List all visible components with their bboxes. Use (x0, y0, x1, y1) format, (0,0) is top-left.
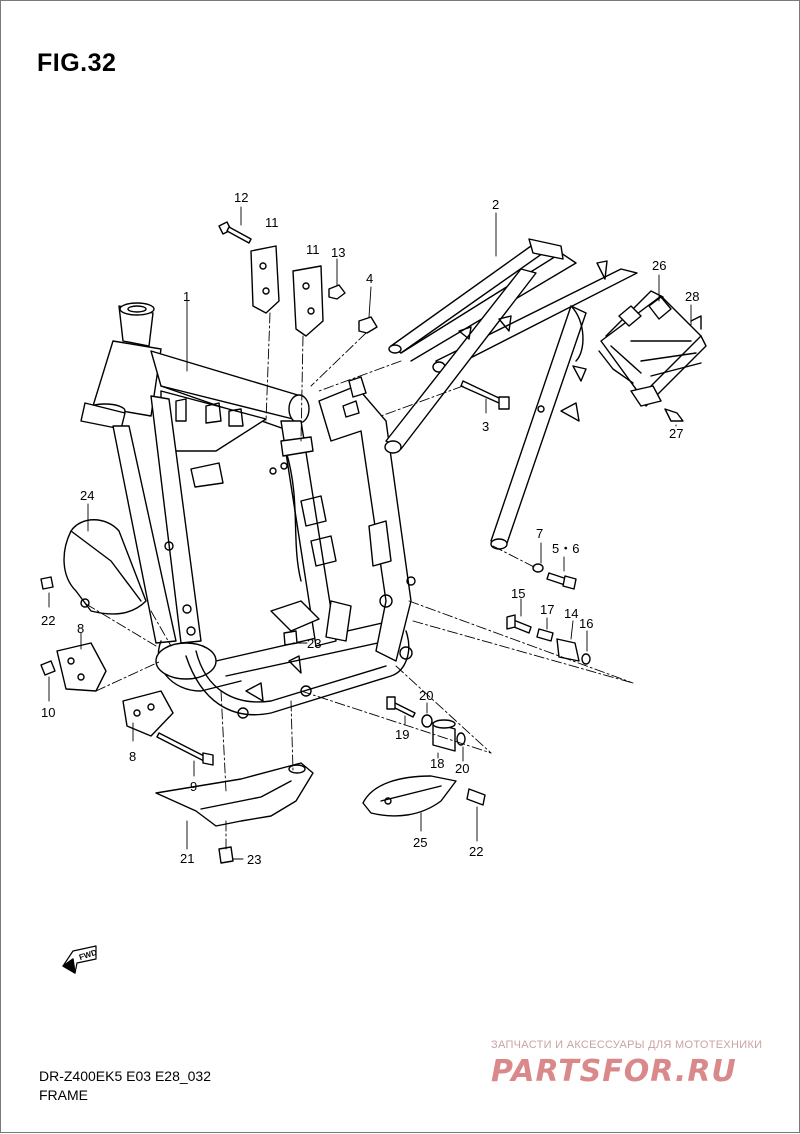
nut-10-part (40, 660, 56, 676)
callout-22-right: 22 (469, 844, 483, 859)
callout-4: 4 (366, 271, 373, 286)
callout-23-upper: 23 (307, 636, 321, 651)
electrical-box-part (598, 290, 707, 407)
bolt-9-part (156, 732, 207, 762)
model-code: DR-Z400EK5 E03 E28_032 (39, 1068, 211, 1084)
callout-11-right: 11 (306, 242, 320, 257)
callout-25: 25 (413, 835, 427, 850)
callout-22-left: 22 (41, 613, 55, 628)
section-name: FRAME (39, 1087, 88, 1103)
cushion-14-part (556, 638, 580, 662)
callout-3: 3 (482, 419, 489, 434)
callout-16: 16 (579, 616, 593, 631)
bolt-23-lower-part (218, 846, 234, 864)
plate-8-lower-part (122, 690, 174, 737)
bolt-5-6-part (546, 572, 577, 590)
bracket-11-left-part (250, 245, 280, 314)
callout-21: 21 (180, 851, 194, 866)
watermark-logo: PARTSFOR.RU (491, 1054, 737, 1089)
callout-numbers: 1 2 3 4 5・6 7 8 8 9 10 11 11 12 13 14 15… (41, 190, 699, 867)
bracket-11-right-part (292, 265, 324, 337)
callout-2: 2 (492, 197, 499, 212)
callout-8-lower: 8 (129, 749, 136, 764)
callout-5-6: 5・6 (552, 541, 579, 556)
callout-14: 14 (564, 606, 578, 621)
callout-1: 1 (183, 289, 190, 304)
forward-arrow-icon (62, 945, 97, 974)
alignment-guides (85, 312, 634, 850)
bolt-12-part (218, 221, 252, 244)
nut-4-part (358, 316, 378, 334)
rear-subframe-part (384, 238, 638, 550)
collar-17-part (536, 628, 554, 642)
callout-20-lower: 20 (455, 761, 469, 776)
washer-16-part (581, 653, 591, 665)
callout-27: 27 (669, 426, 683, 441)
callout-23-lower: 23 (247, 852, 261, 867)
callout-10: 10 (41, 705, 55, 720)
callout-15: 15 (511, 586, 525, 601)
callout-13: 13 (331, 245, 345, 260)
bolt-22-left-part (40, 576, 54, 590)
callout-11-left: 11 (265, 215, 279, 230)
guard-24-part (63, 519, 147, 615)
callout-20-upper: 20 (419, 688, 433, 703)
washer-7-part (532, 563, 544, 573)
washer-20-lower-part (456, 732, 466, 746)
nut-13-part (328, 284, 346, 300)
callout-28: 28 (685, 289, 699, 304)
callout-12: 12 (234, 190, 248, 205)
callout-18: 18 (430, 756, 444, 771)
washer-20-upper-part (421, 714, 433, 728)
bolt-3-part (460, 380, 510, 410)
callout-19: 19 (395, 727, 409, 742)
bolt-27-part (664, 408, 684, 422)
guard-25-part (362, 775, 457, 817)
main-frame-part (80, 302, 416, 719)
callout-17: 17 (540, 602, 554, 617)
plate-8-upper-part (56, 642, 107, 692)
callout-8-upper: 8 (77, 621, 84, 636)
callout-26: 26 (652, 258, 666, 273)
bolt-22-right-part (466, 788, 486, 806)
watermark-tagline: ЗАПЧАСТИ И АКСЕССУАРЫ ДЛЯ МОТОТЕХНИКИ (491, 1039, 763, 1051)
callout-24: 24 (80, 488, 94, 503)
figure-title: FIG.32 (37, 49, 117, 77)
callout-7: 7 (536, 526, 543, 541)
callout-leaders (48, 206, 692, 860)
callout-9: 9 (190, 779, 197, 794)
skid-plate-21-part (155, 762, 314, 827)
